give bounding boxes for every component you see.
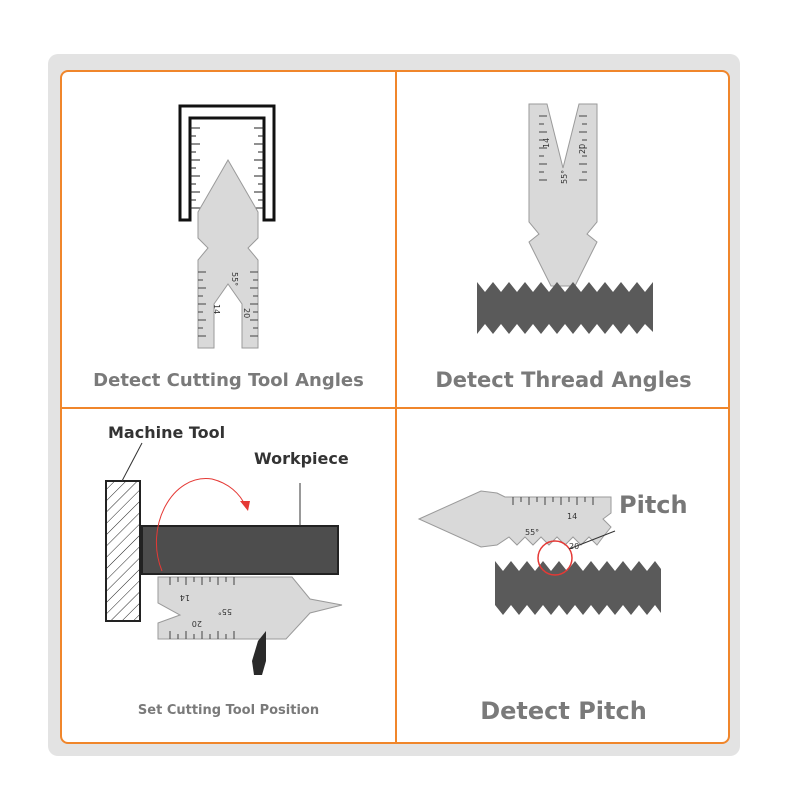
workpiece-bar bbox=[141, 525, 339, 575]
panel-detect-pitch: 55° 14 20 Pitch Detect Pitch bbox=[397, 409, 728, 742]
cutting-tool-bracket bbox=[178, 104, 276, 222]
thread-gauge bbox=[528, 103, 598, 287]
rotation-arrowhead bbox=[240, 501, 250, 511]
gauge-scale-marks bbox=[198, 271, 258, 337]
divider-horizontal bbox=[62, 407, 728, 409]
cutting-tool-bit bbox=[252, 631, 266, 675]
pitch-threaded-workpiece bbox=[495, 561, 661, 615]
position-mark-55: 55° bbox=[218, 607, 232, 616]
pitch-gauge-scale bbox=[512, 497, 594, 505]
position-gauge-scale bbox=[169, 577, 235, 639]
position-gauge bbox=[157, 576, 343, 640]
tool-position-illustration: 14 55° 20 bbox=[105, 442, 343, 675]
gauge-mark-20: 20 bbox=[242, 308, 251, 318]
machine-tool-leader bbox=[121, 442, 143, 482]
pitch-gauge bbox=[417, 490, 612, 548]
threaded-workpiece bbox=[477, 282, 653, 334]
thread-gauge-scale bbox=[539, 115, 587, 181]
pitch-mark-14: 14 bbox=[567, 512, 577, 521]
caption-thread-angles: Detect Thread Angles bbox=[435, 368, 692, 392]
caption-cutting-tool-angles: Detect Cutting Tool Angles bbox=[93, 370, 364, 391]
pitch-highlight-circle bbox=[537, 540, 573, 576]
thread-mark-14: 14 bbox=[542, 138, 551, 148]
panel-thread-angles: 14 55° 20 Detect Thread Angles bbox=[397, 72, 728, 407]
thread-mark-20: 20 bbox=[578, 144, 587, 154]
gauge-mark-55: 55° bbox=[230, 272, 239, 286]
cutting-tool-illustration: 55° 14 20 bbox=[178, 104, 276, 349]
pitch-mark-55: 55° bbox=[525, 528, 539, 537]
caption-detect-pitch: Detect Pitch bbox=[480, 697, 647, 725]
gauge-mark-14: 14 bbox=[212, 304, 221, 314]
center-gauge bbox=[197, 158, 259, 349]
thread-mark-55: 55° bbox=[560, 170, 569, 184]
panel-tool-position: 14 55° 20 Machine Tool Workpiece Set Cut… bbox=[62, 409, 395, 742]
panel-cutting-tool-angles: 55° 14 20 Detect Cutting Tool Angles bbox=[62, 72, 395, 407]
info-panel: 55° 14 20 Detect Cutting Tool Angles 14 … bbox=[60, 70, 730, 744]
position-mark-20: 20 bbox=[192, 619, 202, 628]
pitch-leader bbox=[568, 530, 616, 550]
bracket-scale-marks bbox=[190, 127, 264, 209]
position-mark-14: 14 bbox=[180, 593, 190, 602]
label-machine-tool: Machine Tool bbox=[108, 423, 226, 442]
pitch-illustration: 55° 14 20 bbox=[417, 490, 661, 615]
label-pitch: Pitch bbox=[619, 491, 688, 519]
thread-angle-illustration: 14 55° 20 bbox=[477, 103, 653, 334]
machine-tool-chuck bbox=[105, 480, 141, 622]
caption-tool-position: Set Cutting Tool Position bbox=[137, 703, 320, 718]
rotation-arrow bbox=[155, 478, 247, 572]
label-workpiece: Workpiece bbox=[254, 449, 349, 468]
